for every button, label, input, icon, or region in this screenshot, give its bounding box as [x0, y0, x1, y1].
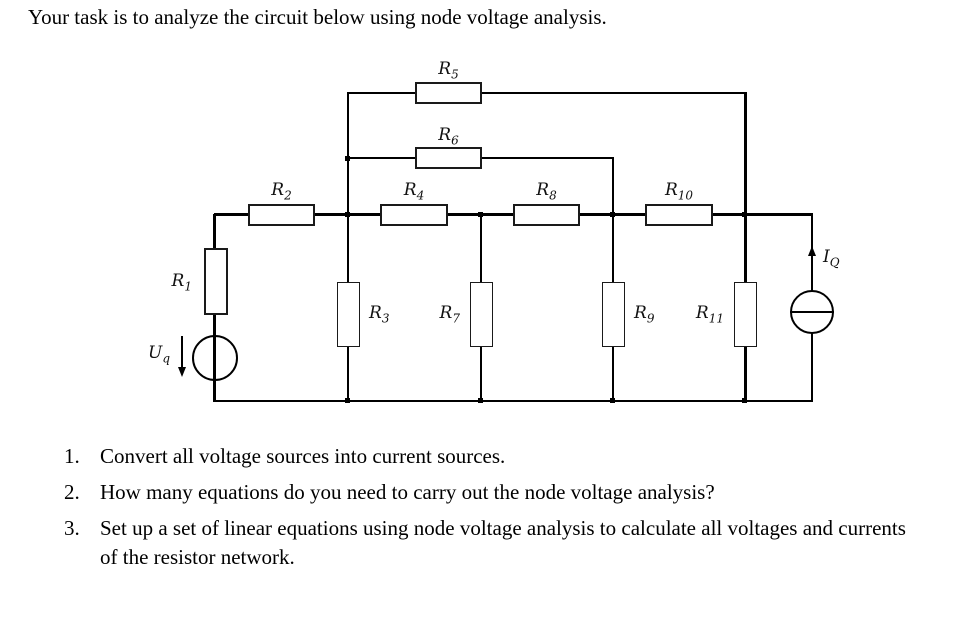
node-dot [345, 156, 350, 161]
task-text: How many equations do you need to carry … [100, 480, 715, 504]
problem-title: Your task is to analyze the circuit belo… [28, 5, 607, 29]
resistor-label-r4: R4 [403, 180, 425, 203]
voltage-source-label: Uq [147, 343, 170, 366]
wire-branch-r9 [612, 157, 614, 402]
wire-branch-r11 [744, 92, 747, 402]
node-dot [610, 398, 615, 403]
wire-r5-branch [348, 92, 746, 94]
resistor-box-r11 [734, 282, 757, 347]
node-dot [345, 212, 350, 217]
resistor-box-r2 [248, 204, 315, 226]
resistor-box-r5 [415, 82, 482, 104]
current-source-label: IQ [823, 247, 840, 270]
resistor-label-r6: R6 [438, 125, 459, 148]
resistor-label-r8: R8 [536, 180, 557, 203]
resistor-label-r11: R11 [695, 303, 724, 326]
arrow-down-icon [178, 367, 186, 377]
resistor-box-r6 [415, 147, 482, 169]
resistor-label-r5: R5 [438, 59, 459, 82]
wire-bottom-bus [214, 400, 813, 402]
resistor-label-r1: R1 [171, 271, 192, 294]
task-number: 1. [64, 444, 80, 468]
node-dot [478, 398, 483, 403]
node-dot [345, 398, 350, 403]
node-dot [742, 398, 747, 403]
resistor-box-r3 [337, 282, 360, 347]
resistor-box-r4 [380, 204, 448, 226]
task-text: Set up a set of linear equations using n… [100, 516, 906, 569]
wire-branch-r3 [347, 92, 349, 402]
task-list: 1. Convert all voltage sources into curr… [64, 442, 915, 579]
current-source-bar [790, 311, 834, 313]
resistor-label-r9: R9 [634, 303, 655, 326]
resistor-label-r10: R10 [664, 180, 694, 203]
node-dot [478, 212, 483, 217]
task-text: Convert all voltage sources into current… [100, 444, 506, 468]
resistor-box-r7 [470, 282, 493, 347]
node-dot [742, 212, 747, 217]
task-item-3: 3. Set up a set of linear equations usin… [64, 514, 915, 572]
wire-branch-iq-bottom [811, 333, 813, 402]
resistor-box-r10 [645, 204, 713, 226]
resistor-box-r8 [513, 204, 580, 226]
resistor-box-r1 [204, 248, 228, 315]
task-item-1: 1. Convert all voltage sources into curr… [64, 442, 915, 471]
voltage-source-arrow-shaft [181, 336, 183, 369]
resistor-label-r3: R3 [369, 303, 390, 326]
node-dot [610, 212, 615, 217]
task-item-2: 2. How many equations do you need to car… [64, 478, 915, 507]
task-number: 2. [64, 480, 80, 504]
resistor-box-r9 [602, 282, 625, 347]
resistor-label-r7: R7 [439, 303, 460, 326]
voltage-source-circle [192, 335, 238, 381]
resistor-label-r2: R2 [271, 180, 292, 203]
arrow-up-icon [808, 246, 816, 256]
task-number: 3. [64, 516, 80, 540]
